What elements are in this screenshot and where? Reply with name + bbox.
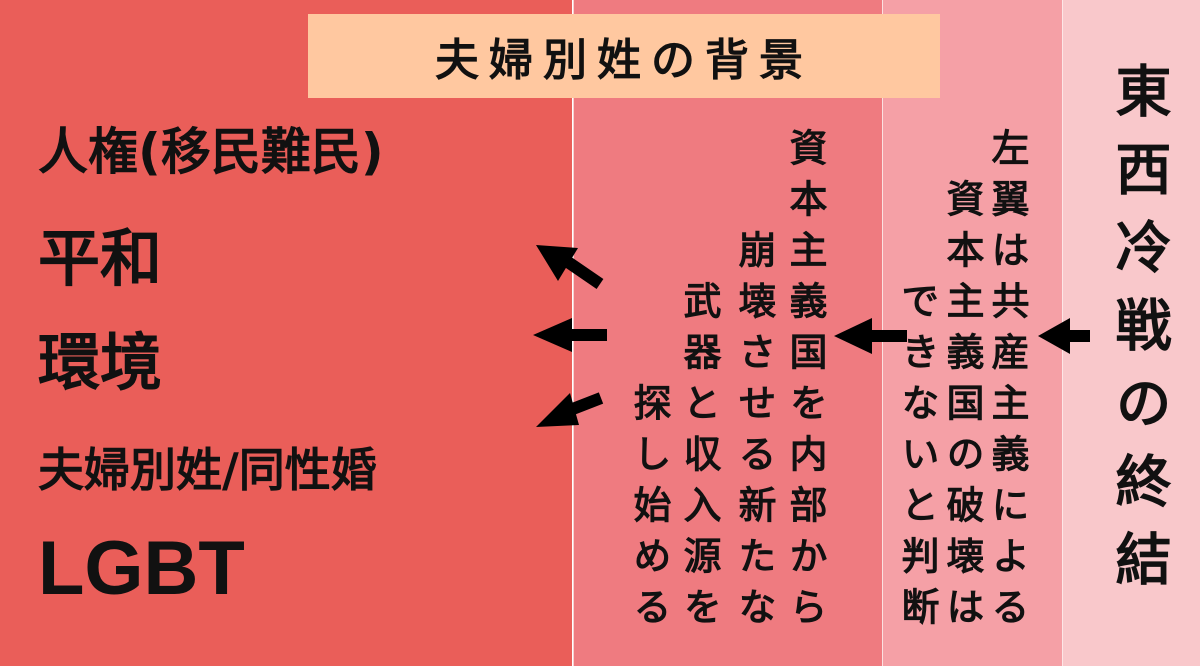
- col2-line4: 探し始める: [627, 383, 671, 638]
- arrow-up-left-icon: [536, 245, 604, 289]
- arrow-left-icon: [834, 318, 907, 354]
- item-lgbt: LGBT: [38, 526, 245, 611]
- col3-line2: 資本主義国の破壊は: [940, 179, 984, 638]
- arrow-left-icon: [533, 318, 607, 352]
- col2-line1: 資本主義国を内部から: [783, 128, 827, 638]
- item-human-rights: 人権(移民難民): [38, 123, 384, 181]
- diagram-title: 夫婦別姓の背景: [308, 14, 940, 98]
- arrow-left-icon: [1038, 318, 1090, 354]
- col2-line2: 崩壊させる新たな: [732, 230, 776, 638]
- item-peace: 平和: [38, 222, 163, 295]
- arrow-down-left-icon: [536, 392, 604, 427]
- col3-line1: 左翼は共産主義による: [985, 128, 1029, 638]
- col2-line3: 武器と収入源を: [677, 281, 721, 638]
- band-new-weapons: [573, 0, 882, 666]
- band-left-judgment: [882, 0, 1062, 666]
- item-environment: 環境: [38, 326, 163, 399]
- item-separate-surnames: 夫婦別姓/同性婚: [38, 443, 377, 497]
- col4-cold-war-end: 東西冷戦の終結: [1106, 62, 1171, 608]
- band-issues: [0, 0, 572, 666]
